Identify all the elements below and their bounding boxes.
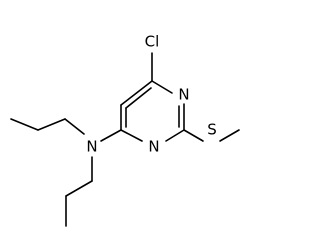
bond-propyl1-c1-c2	[37, 118, 66, 131]
bond-propyl1-c2-c3	[10, 118, 39, 131]
bond-c5-c6	[120, 80, 153, 106]
atom-nitrogen-ring-top: N	[178, 86, 189, 104]
bond-propyl2-c1-c2	[65, 180, 93, 197]
bonds	[10, 52, 240, 227]
bond-n3-c4	[120, 129, 143, 142]
bond-n-propyl1-c1	[64, 118, 85, 135]
bond-c6-n1	[151, 80, 173, 94]
atom-sulfur: S	[207, 121, 217, 139]
atom-nitrogen-amine: N	[86, 138, 97, 156]
bond-s-ch3	[219, 129, 240, 142]
bond-c2-s	[183, 129, 204, 142]
bond-c4-n	[100, 129, 122, 142]
atom-chlorine: Cl	[145, 33, 160, 51]
bond-c5-c6-double	[125, 87, 152, 109]
atom-nitrogen-ring-bottom: N	[148, 138, 159, 156]
molecule-structure-diagram: Cl N N N S	[10, 33, 240, 227]
bond-c2-n3	[165, 129, 185, 142]
atom-labels: Cl N N N S	[86, 33, 216, 156]
